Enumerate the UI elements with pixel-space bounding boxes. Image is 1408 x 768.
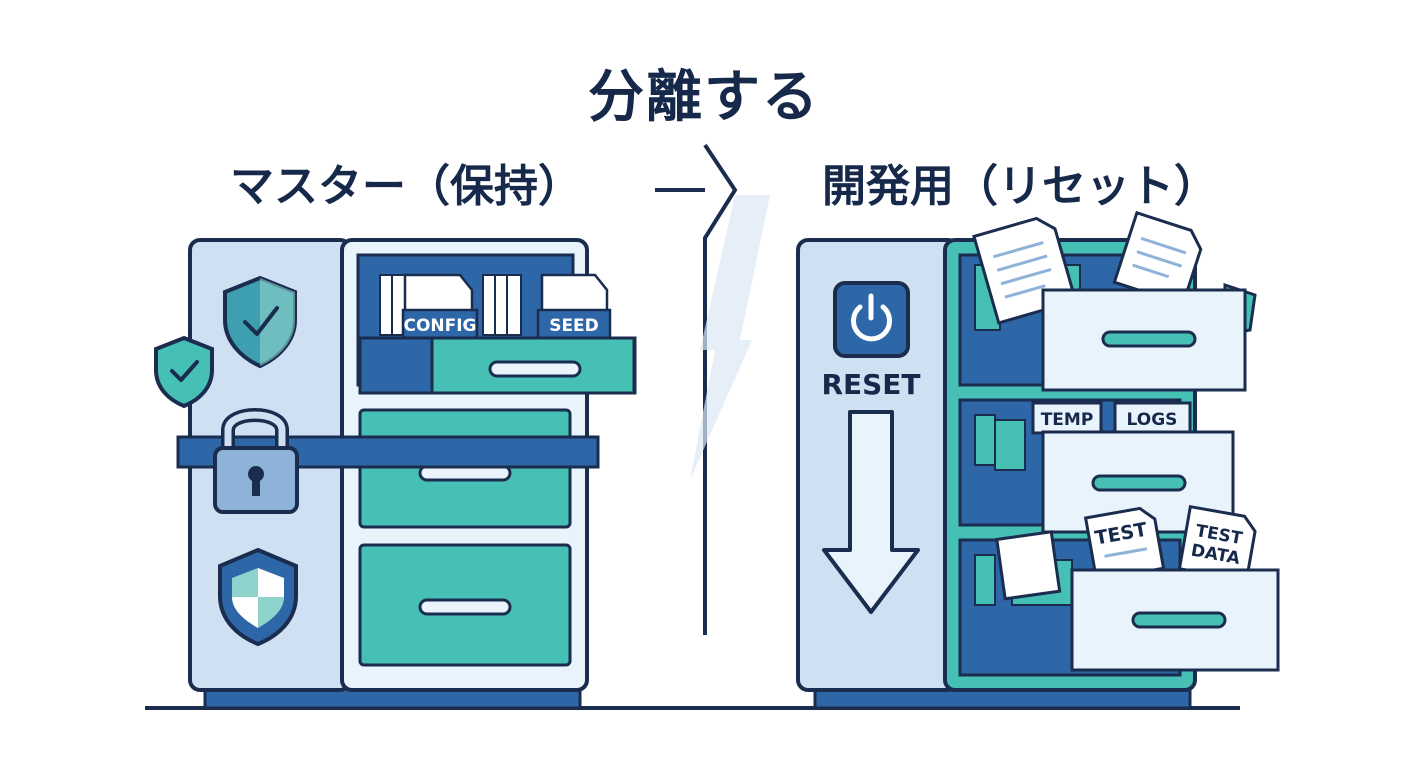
test-document: TEST: [1083, 506, 1166, 582]
down-arrow-icon: [822, 410, 920, 614]
reset-label: RESET: [821, 368, 920, 401]
separator-divider: [655, 143, 770, 635]
logs-tab-label: LOGS: [1127, 410, 1178, 430]
folder-seed: SEED: [482, 273, 612, 342]
test-data-document: TEST DATA: [1177, 504, 1257, 583]
temp-tab-label: TEMP: [1041, 410, 1094, 430]
master-cabinet: CONFIG SEED: [176, 238, 637, 710]
power-icon: [833, 281, 910, 358]
shield-quartered-icon: [218, 547, 298, 647]
seed-tab-label: SEED: [549, 316, 599, 336]
shield-check-small-icon: [154, 335, 214, 409]
folder-config: CONFIG: [379, 273, 479, 342]
dev-heading: 開発用（リセット）: [822, 161, 1218, 212]
padlock-icon: [213, 408, 299, 514]
master-heading: マスター（保持）: [230, 161, 582, 212]
config-tab-label: CONFIG: [403, 316, 476, 336]
paper-document: [1112, 210, 1203, 307]
shield-check-icon: [223, 275, 297, 369]
paper-document: [995, 530, 1062, 601]
page-title: 分離する: [588, 65, 820, 130]
